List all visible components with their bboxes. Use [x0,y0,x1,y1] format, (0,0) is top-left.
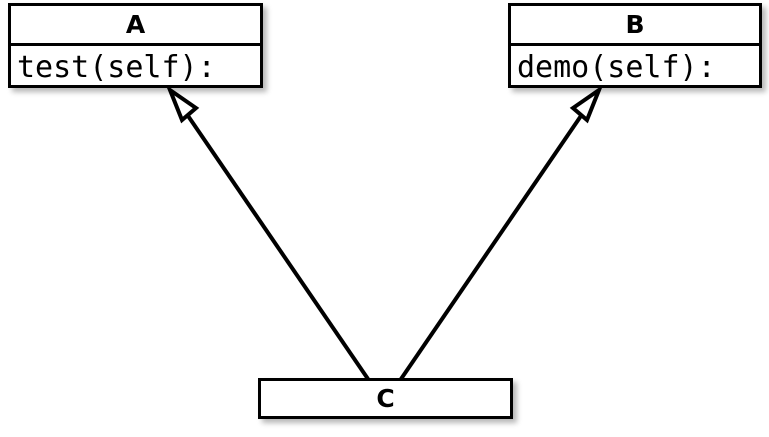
class-box-c[interactable]: C [258,378,513,419]
generalization-line-c-to-a [182,108,370,381]
class-box-a[interactable]: A test(self): [8,3,263,88]
class-box-b[interactable]: B demo(self): [508,3,762,88]
class-name-a: A [125,10,146,39]
class-name-b: B [625,10,645,39]
generalization-c-to-b [399,84,604,381]
class-name-c: C [376,384,395,413]
class-members-b: demo(self): [517,49,716,85]
class-compartment-divider-a [11,43,260,46]
class-members-a: test(self): [17,49,216,85]
hollow-triangle-arrowhead-b [569,84,604,124]
hollow-triangle-arrowhead-a [165,84,200,124]
class-compartment-divider-b [511,43,759,46]
generalization-c-to-a [165,84,370,381]
generalization-line-c-to-b [399,108,587,381]
